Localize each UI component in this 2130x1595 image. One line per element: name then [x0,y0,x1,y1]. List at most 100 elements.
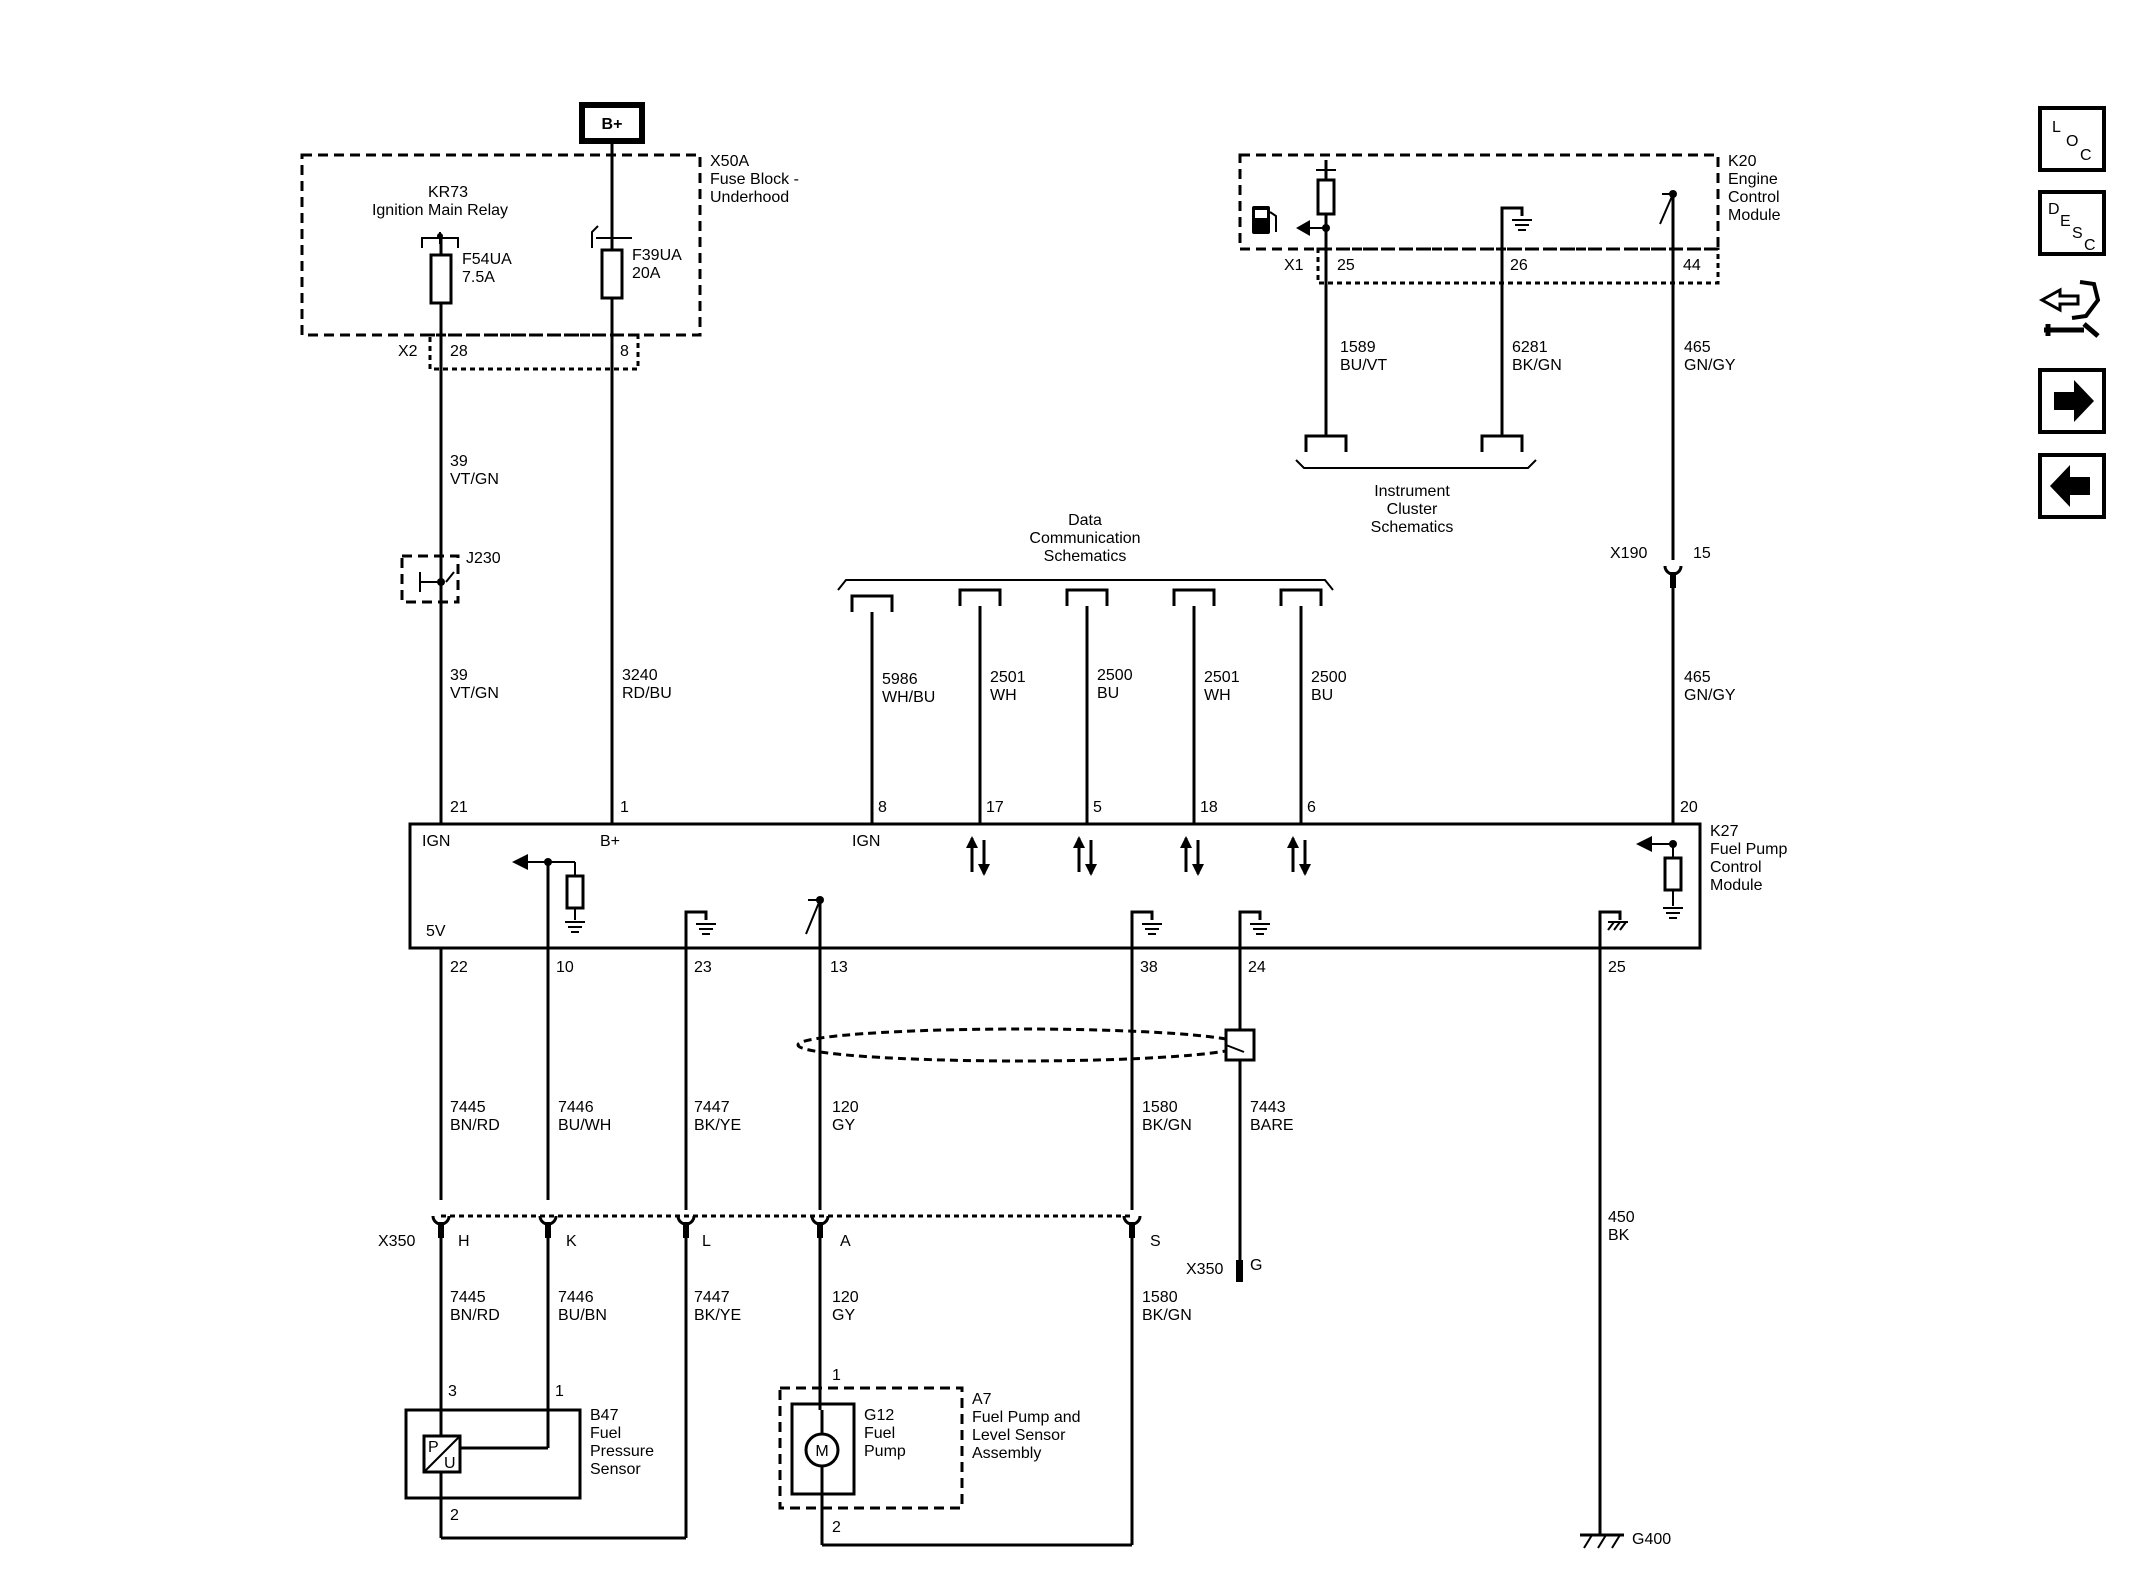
k27-name-2: Control [1710,859,1762,876]
b47-sensor-box [404,1408,582,1500]
x350-pin-s: S [1150,1233,1161,1250]
x350-g-pin: G [1250,1257,1262,1274]
fuse1-rating: 7.5A [462,269,495,286]
k27-ground-23 [684,910,717,1210]
relay-name: Ignition Main Relay [372,202,508,219]
arrow-right-icon [2054,380,2094,422]
relay-id: KR73 [428,184,468,201]
transducer-p-label: P [428,1439,439,1456]
k27-bplus-label: B+ [600,833,620,850]
cluster-label-2: Cluster [1387,501,1438,518]
motor-m-label: M [815,1443,828,1460]
desc-letter-d: D [2048,201,2060,218]
k27-signal-pullup [512,854,586,933]
data-comm-label-2: Communication [1029,530,1140,547]
x350-pin-k: K [566,1233,577,1250]
location-button[interactable]: L O C [2038,106,2106,172]
wire-7446-bottom-color: BU/BN [558,1307,607,1324]
k20-pin-26: 26 [1510,257,1528,274]
k20-connector [1316,247,1720,285]
wire-7447-bottom-color: BK/YE [694,1307,741,1324]
x190-connector [1663,564,1683,590]
wire-7445-bottom-num: 7445 [450,1289,486,1306]
x350-terminals [431,1214,1142,1240]
k20-name-2: Control [1728,189,1780,206]
fuse1-id: F54UA [462,251,512,268]
k27-name-1: Fuel Pump [1710,841,1787,858]
x2-label: X2 [398,343,418,360]
wire-7446-top-color: BU/WH [558,1117,611,1134]
x350-g-terminal [1236,1260,1243,1282]
splice-j230-label: J230 [466,550,501,567]
g12-name-2: Pump [864,1443,906,1460]
wire-7446-top-num: 7446 [558,1099,594,1116]
wire-2500-b-num: 2500 [1311,669,1347,686]
wire-465-top-color: GN/GY [1684,357,1736,374]
wire-39-top-num: 39 [450,453,468,470]
wire-465-bottom-color: GN/GY [1684,687,1736,704]
x350-pin-a: A [840,1233,851,1250]
k20-x1-label: X1 [1284,257,1304,274]
k20-output-arrow [1296,220,1310,236]
k27-pin-38: 38 [1140,959,1158,976]
k27-pin-1: 1 [620,799,629,816]
k20-pin-44: 44 [1683,257,1701,274]
k27-chassis-ground-25 [1598,910,1628,1535]
wire-7443-num: 7443 [1250,1099,1286,1116]
k27-module-box [408,822,1702,950]
a7-pin-1: 1 [832,1367,841,1384]
a7-name-3: Assembly [972,1445,1041,1462]
pressure-transducer-icon: P U [422,1434,462,1474]
k27-pin-10: 10 [556,959,574,976]
k27-pin-8: 8 [878,799,887,816]
description-button[interactable]: D E S C [2038,190,2106,256]
splice-j230 [400,554,460,604]
x190-label: X190 [1610,545,1647,562]
arrow-left-icon [2050,465,2090,507]
k27-pin-25: 25 [1608,959,1626,976]
k27-ign-label-2: IGN [852,833,880,850]
wire-5986-color: WH/BU [882,689,935,706]
x2-connector [428,333,640,371]
a7-pin-2: 2 [832,1519,841,1536]
loc-letter-c: C [2080,147,2092,164]
k27-pin-23: 23 [694,959,712,976]
wire-3240-num: 3240 [622,667,658,684]
k27-ground-24 [1238,910,1271,1260]
previous-page-button[interactable] [2038,453,2106,519]
b47-pin-1: 1 [555,1383,564,1400]
fuse-block-location: Underhood [710,189,789,206]
wire-2501-a-color: WH [990,687,1017,704]
wire-1580-bottom-color: BK/GN [1142,1307,1192,1324]
next-page-button[interactable] [2038,368,2106,434]
x2-pin-8: 8 [620,343,629,360]
wire-6281-color: BK/GN [1512,357,1562,374]
data-comm-label-3: Schematics [1044,548,1127,565]
diagnostic-procedure-icon[interactable] [2038,280,2101,338]
desc-letter-e: E [2060,213,2071,230]
k20-pin-25: 25 [1337,257,1355,274]
x350-pin-l: L [702,1233,711,1250]
bplus-label: B+ [602,116,623,133]
k27-id: K27 [1710,823,1739,840]
cluster-label-1: Instrument [1374,483,1450,500]
k20-id: K20 [1728,153,1757,170]
fuse-block-name: Fuse Block - [710,171,799,188]
wire-7445-top-num: 7445 [450,1099,486,1116]
b47-pin-2: 2 [450,1507,459,1524]
wire-39-bottom-num: 39 [450,667,468,684]
fuel-pump-icon [1252,206,1277,234]
wire-39-bottom-color: VT/GN [450,685,499,702]
wire-6281-num: 6281 [1512,339,1548,356]
k27-pin-22: 22 [450,959,468,976]
k20-resistor [1316,178,1336,216]
b47-pin-3: 3 [448,1383,457,1400]
a7-name-2: Level Sensor [972,1427,1066,1444]
wire-7443-color: BARE [1250,1117,1294,1134]
fuse-block-id: X50A [710,153,749,170]
cluster-connectors [1304,434,1524,454]
k27-input-20 [1636,836,1684,919]
k27-ground-38 [1130,910,1163,1210]
wire-7447-bottom-num: 7447 [694,1289,730,1306]
k27-pin-20: 20 [1680,799,1698,816]
